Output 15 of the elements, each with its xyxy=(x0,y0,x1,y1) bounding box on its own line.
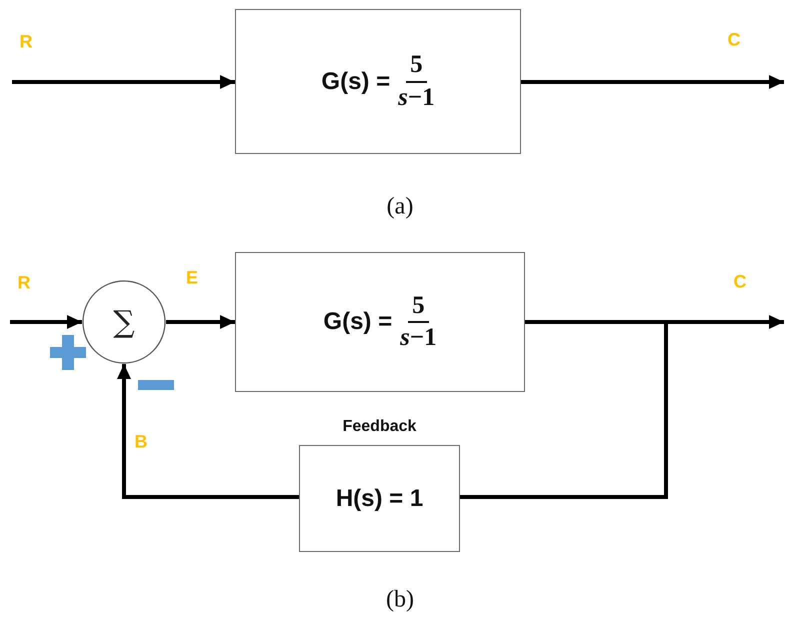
transfer-function: H(s) = 1 xyxy=(336,484,424,512)
transfer-function: G(s) = 5 s−1 xyxy=(323,292,437,352)
connector-arrow xyxy=(10,315,82,329)
connector-arrow xyxy=(521,75,784,89)
connector-arrow xyxy=(117,364,299,499)
transfer-function: G(s) = 5 s−1 xyxy=(321,52,435,111)
transfer-function-block xyxy=(235,9,521,154)
sigma-symbol: ∑ xyxy=(113,304,135,340)
summing-junction xyxy=(82,280,166,364)
subfigure-caption: (b) xyxy=(386,586,414,614)
transfer-function-block xyxy=(235,252,525,392)
connector-arrow xyxy=(166,315,235,329)
subfigure-caption: (a) xyxy=(386,194,414,220)
block-heading: Feedback xyxy=(342,418,416,436)
connector-arrow xyxy=(12,75,235,89)
